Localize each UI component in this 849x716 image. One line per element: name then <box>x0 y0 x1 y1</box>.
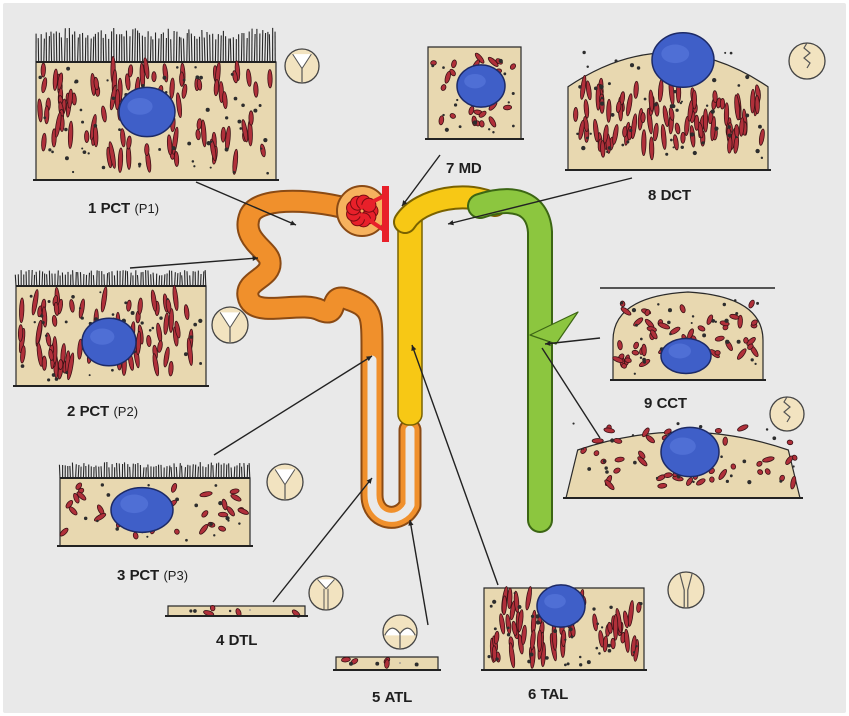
cell-pct-p1 <box>33 28 279 180</box>
distal-collecting-tubule <box>480 201 540 520</box>
cell-md <box>425 47 524 139</box>
cell-cross-section-icon <box>212 307 248 343</box>
cell-cross-section-icon <box>309 576 343 610</box>
cell-cross-section-icon <box>770 397 804 431</box>
cell-tal <box>481 585 647 670</box>
leader-5-atl <box>410 520 428 625</box>
cell-cct-principal <box>610 292 766 380</box>
cell-atl <box>333 656 441 670</box>
cell-cct-intercalated <box>563 422 803 498</box>
cell-dct <box>565 33 771 170</box>
label-9-cct: 9 CCT <box>644 395 687 413</box>
cell-cross-section-icon <box>285 49 319 83</box>
label-6-tal: 6 TAL <box>528 686 568 704</box>
glomerulus-icon <box>337 186 389 242</box>
cell-cross-section-icon <box>789 43 825 79</box>
label-5-atl: 5 ATL <box>372 689 412 707</box>
cell-cross-section-icon <box>668 572 704 608</box>
label-1-pct: 1 PCT (P1) <box>88 200 159 218</box>
leader-3-pct <box>214 356 372 455</box>
leader-2-pct <box>130 258 258 268</box>
cell-dtl <box>165 605 308 618</box>
brush-border <box>15 270 206 286</box>
leader-6-tal <box>412 345 498 585</box>
cell-cross-section-icon <box>267 464 303 500</box>
label-7-md: 7 MD <box>446 160 482 178</box>
cell-cross-section-icon <box>383 615 417 649</box>
cell-pct-p2 <box>13 270 209 386</box>
thick-ascending-limb <box>398 207 422 425</box>
brush-border <box>36 28 275 62</box>
label-3-pct: 3 PCT (P3) <box>117 567 188 585</box>
label-8-dct: 8 DCT <box>648 187 691 205</box>
cell-pct-p3 <box>57 462 253 546</box>
brush-border <box>59 462 249 478</box>
label-4-dtl: 4 DTL <box>216 632 257 650</box>
label-2-pct: 2 PCT (P2) <box>67 403 138 421</box>
